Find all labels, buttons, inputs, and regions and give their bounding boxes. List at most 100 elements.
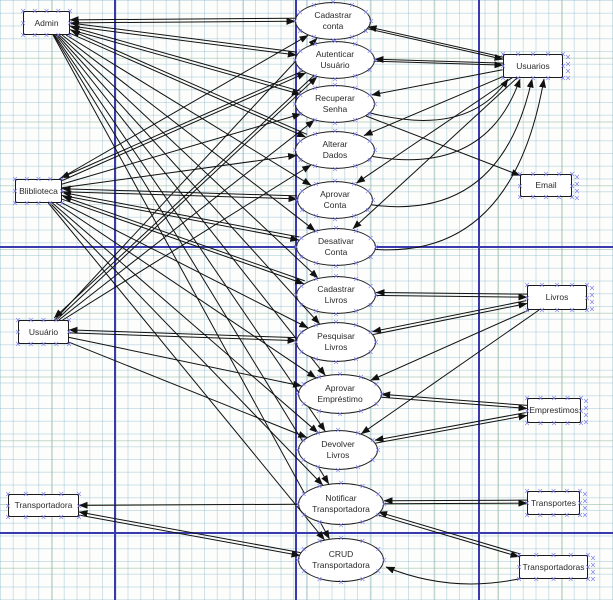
usecase-autenticar-usuario[interactable]: Autenticar Usuário	[295, 41, 375, 79]
actor-usuario[interactable]: Usuário	[18, 320, 69, 344]
edge-livros-uc8[interactable]	[372, 300, 527, 334]
edge-emprestimos-uc10[interactable]	[374, 411, 527, 443]
edge-usuario-uc8[interactable]	[68, 332, 297, 344]
edge-transportadora-uc12[interactable]	[78, 514, 301, 558]
edge-uc6-usuarios[interactable]	[375, 78, 546, 251]
edge-admin-uc6[interactable]	[61, 34, 316, 232]
edge-biblioteca-uc2[interactable]	[61, 72, 307, 182]
edge-usuario-uc3[interactable]	[58, 119, 315, 321]
edge-uc11-transportadora[interactable]	[78, 501, 299, 509]
edge-admin-uc2[interactable]	[69, 25, 297, 58]
usecase-devolver-livros-label: Devolver Livros	[321, 439, 355, 460]
edge-usuario-uc4[interactable]	[62, 164, 312, 321]
actor-transportadora-label: Transportadora	[14, 500, 73, 511]
datastore-livros[interactable]: Livros	[527, 285, 587, 310]
edge-biblioteca-uc8[interactable]	[61, 202, 309, 329]
edge-biblioteca-uc7[interactable]	[61, 198, 305, 285]
edge-uc9-emprestimos[interactable]	[381, 396, 528, 412]
usecase-notificar-transportadora[interactable]: Notificar Transportadora	[298, 483, 384, 525]
edge-uc2-biblioteca[interactable]	[60, 69, 305, 179]
datastore-usuarios[interactable]: Usuarios	[503, 54, 563, 78]
edge-uc2-usuario[interactable]	[53, 74, 316, 319]
edge-uc3-admin[interactable]	[70, 25, 302, 92]
usecase-crud-transportadora[interactable]: CRUD Transportadora	[298, 538, 384, 582]
edge-uc3-usuarios[interactable]	[370, 78, 509, 121]
edge-usuarios-uc1[interactable]	[367, 25, 504, 58]
usecase-aprovar-emprestimo[interactable]: Aprovar Empréstimo	[298, 374, 382, 414]
edge-transportadoras-uc11[interactable]	[378, 511, 520, 555]
actor-transportadora[interactable]: Transportadora	[8, 494, 79, 517]
edge-uc2-usuarios[interactable]	[374, 60, 504, 69]
edge-uc1-usuarios[interactable]	[367, 28, 504, 61]
usecase-pesquisar-livros[interactable]: Pesquisar Livros	[296, 322, 376, 362]
edge-usuario-uc9[interactable]	[68, 336, 303, 388]
edge-uc8-usuario[interactable]	[68, 326, 297, 339]
edge-uc11-transportadoras[interactable]	[377, 514, 520, 558]
edge-admin-uc5[interactable]	[65, 34, 312, 186]
edge-admin-uc9[interactable]	[55, 34, 326, 376]
edge-uc7-livros[interactable]	[375, 293, 528, 301]
edge-usuario-uc10[interactable]	[68, 341, 308, 438]
edge-usuarios-uc6[interactable]	[352, 76, 519, 230]
edge-usuarios-uc5[interactable]	[356, 75, 515, 184]
edge-uc3-email[interactable]	[365, 115, 521, 176]
edge-admin-uc11[interactable]	[53, 34, 330, 485]
edge-admin-uc7[interactable]	[58, 34, 319, 279]
usecase-cadastrar-livros[interactable]: Cadastrar Livros	[296, 276, 376, 314]
edge-biblioteca-uc11[interactable]	[49, 202, 324, 486]
edge-admin-uc1[interactable]	[69, 17, 296, 25]
edge-usuarios-uc3[interactable]	[371, 69, 503, 97]
edge-admin-uc10[interactable]	[54, 34, 326, 432]
edge-usuarios-uc2[interactable]	[374, 55, 504, 64]
edge-uc4-admin[interactable]	[70, 30, 308, 135]
edge-biblioteca-uc6[interactable]	[61, 194, 300, 242]
edge-admin-uc8[interactable]	[57, 34, 320, 325]
edge-livros-uc9[interactable]	[370, 309, 530, 381]
edge-emprestimos-uc9[interactable]	[381, 391, 528, 406]
datastore-email[interactable]: Email	[520, 174, 572, 197]
edge-uc2-admin[interactable]	[69, 20, 297, 53]
edge-biblioteca-uc3[interactable]	[61, 113, 302, 185]
usecase-recuperar-senha-label: Recuperar Senha	[315, 93, 355, 114]
usecase-aprovar-emprestimo-label: Aprovar Empréstimo	[317, 383, 363, 404]
edge-admin-uc3[interactable]	[69, 29, 302, 96]
usecase-desativar-conta-label: Desativar Conta	[318, 236, 354, 257]
edge-biblioteca-uc1[interactable]	[59, 34, 309, 180]
usecase-recuperar-senha[interactable]: Recuperar Senha	[295, 85, 375, 123]
edge-uc5-usuarios[interactable]	[371, 78, 534, 208]
edge-livros-uc10[interactable]	[360, 309, 540, 435]
usecase-desativar-conta[interactable]: Desativar Conta	[296, 228, 376, 266]
usecase-autenticar-usuario-label: Autenticar Usuário	[315, 49, 355, 70]
actor-admin[interactable]: Admin	[23, 11, 70, 35]
edge-usuarios-uc4[interactable]	[363, 75, 505, 136]
edge-uc4-usuarios[interactable]	[372, 78, 521, 161]
edge-admin-uc12[interactable]	[52, 34, 330, 540]
edge-uc8-livros[interactable]	[373, 301, 528, 336]
edge-usuario-uc2[interactable]	[56, 76, 318, 321]
edge-biblioteca-uc12[interactable]	[47, 202, 325, 541]
usecase-alterar-dados[interactable]: Alterar Dados	[295, 131, 375, 169]
usecase-devolver-livros[interactable]: Devolver Livros	[298, 430, 378, 470]
edge-uc5-biblioteca[interactable]	[61, 185, 298, 197]
edge-transportadoras-uc12[interactable]	[385, 566, 524, 585]
edge-uc7-biblioteca[interactable]	[62, 195, 305, 282]
edge-biblioteca-uc10[interactable]	[52, 202, 319, 434]
edge-uc11-transportes[interactable]	[383, 499, 528, 507]
edge-transportes-uc11[interactable]	[383, 497, 527, 505]
edge-uc10-emprestimos[interactable]	[375, 413, 528, 444]
actor-biblioteca[interactable]: Bliblioteca	[15, 179, 62, 203]
edge-uc12-transportadora[interactable]	[78, 510, 301, 554]
edge-usuario-uc1[interactable]	[54, 37, 318, 321]
usecase-aprovar-conta[interactable]: Aprovar Conta	[297, 181, 373, 219]
datastore-transportadoras[interactable]: Transportadoras	[519, 555, 588, 579]
datastore-emprestimos[interactable]: Emprestimos	[527, 398, 581, 423]
edge-biblioteca-uc9[interactable]	[56, 202, 317, 379]
datastore-transportadoras-label: Transportadoras	[522, 561, 585, 572]
edge-livros-uc7[interactable]	[375, 289, 528, 297]
usecase-cadastrar-conta[interactable]: Cadastrar conta	[295, 2, 371, 40]
edge-uc1-admin[interactable]	[69, 16, 295, 24]
edge-uc6-biblioteca[interactable]	[62, 190, 300, 238]
datastore-transportes[interactable]: Transportes	[527, 491, 580, 515]
edge-biblioteca-uc4[interactable]	[61, 153, 298, 189]
